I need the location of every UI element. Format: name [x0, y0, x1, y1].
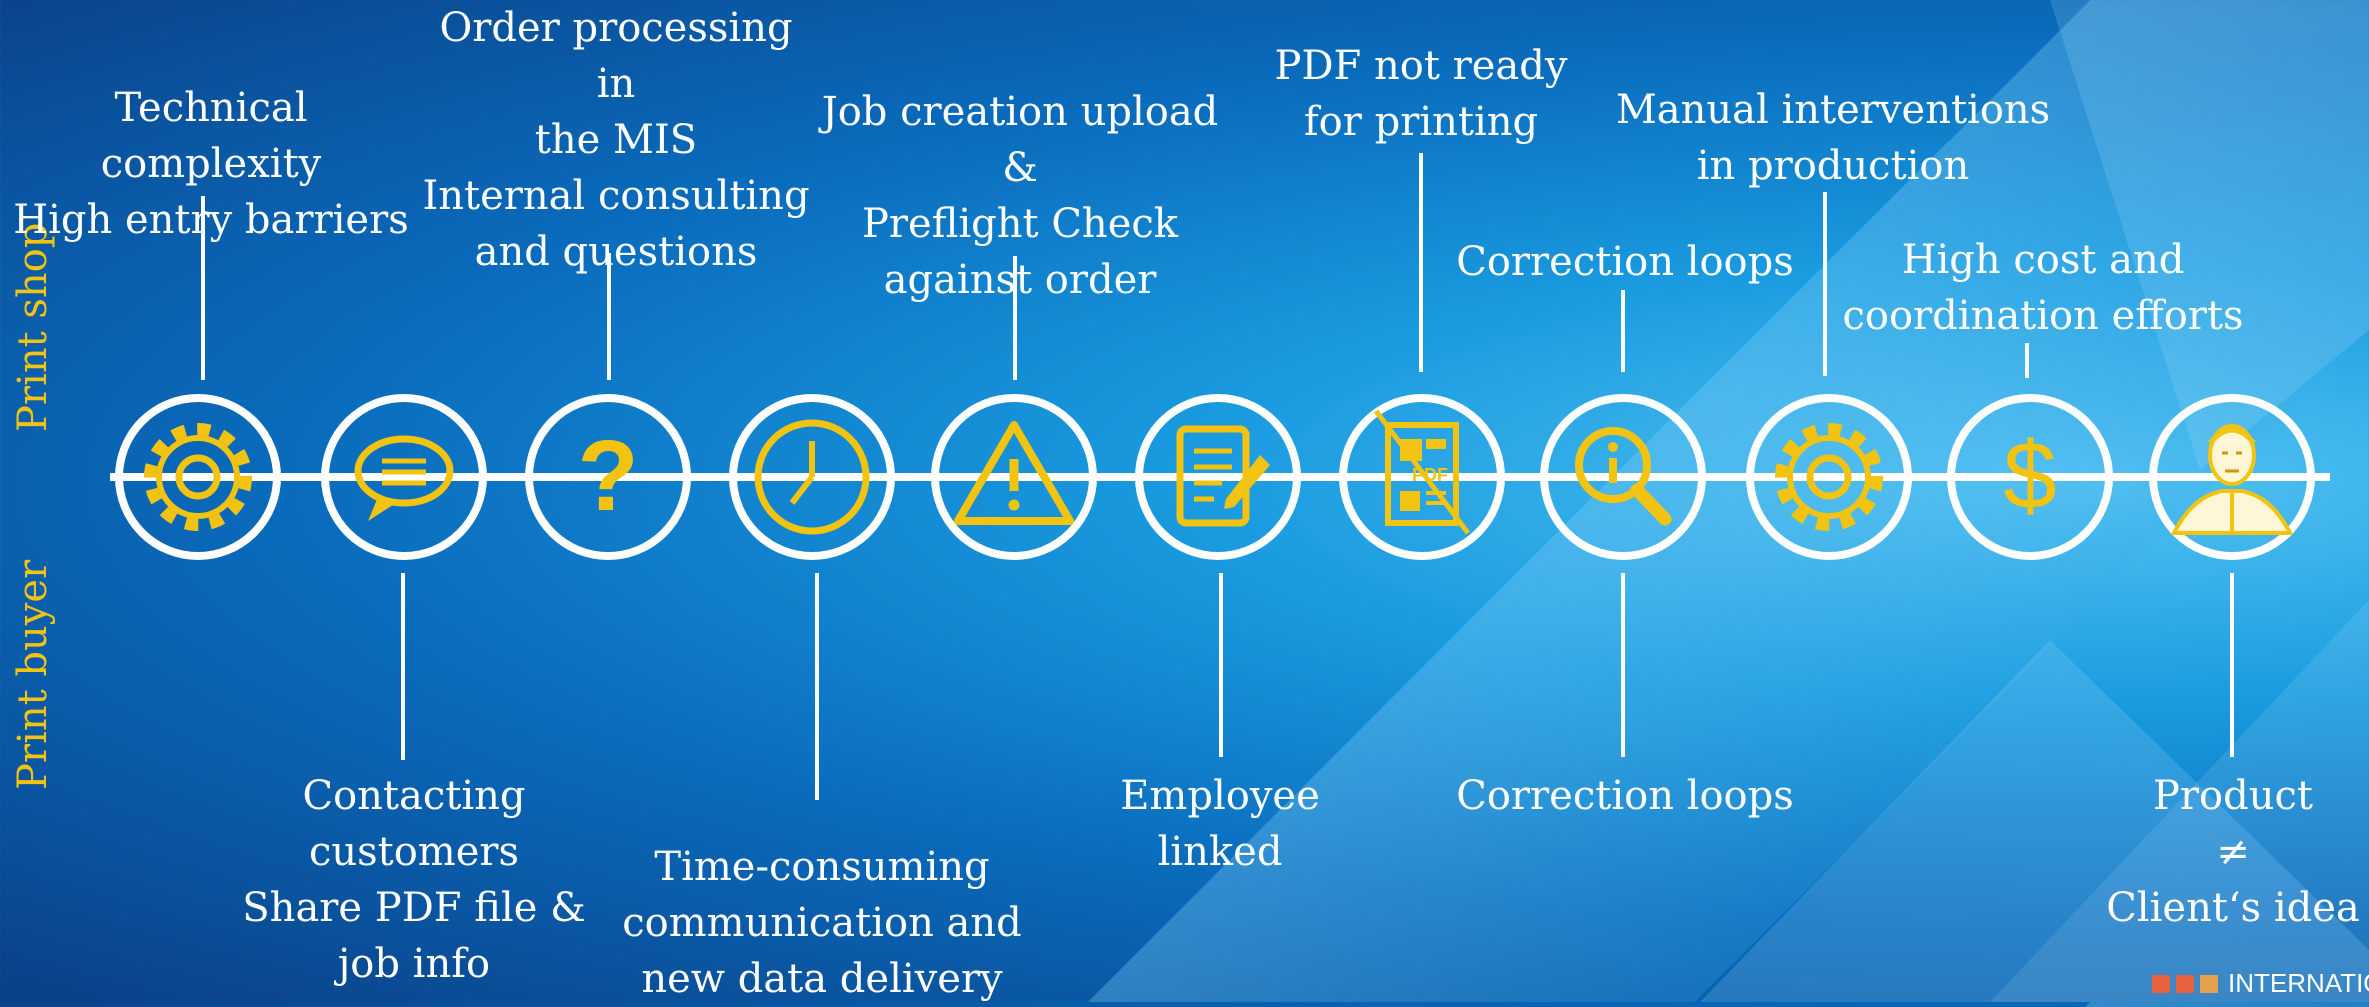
step-3-top-label: Order processing in the MIS Internal con…: [422, 5, 810, 275]
info-magnifier-icon: [1575, 427, 1672, 526]
step-2-bottom-label: Contacting customers Share PDF file & jo…: [242, 773, 586, 987]
step-1-top-label: Technical complexity High entry barriers: [13, 85, 409, 243]
chat-bubble-icon: [354, 435, 454, 521]
step-circle-9: [1746, 394, 1912, 560]
step-circle-7: [1339, 394, 1505, 560]
step-9-top-label: Manual interventions in production: [1615, 87, 2051, 189]
step-11: [2149, 394, 2315, 757]
gear-icon: [1775, 423, 1883, 531]
step-6: [1135, 394, 1301, 757]
step-circle-5: [931, 394, 1097, 560]
step-3: ?: [525, 253, 691, 560]
document-pen-icon: [1176, 425, 1270, 527]
person-icon: [2170, 424, 2294, 535]
step-5: [931, 256, 1097, 560]
step-1: [115, 196, 281, 560]
step-8: [1540, 290, 1706, 757]
logo-square-1: [2152, 974, 2170, 993]
step-11-bottom-label: Product ≠ Client‘s idea: [2106, 773, 2360, 931]
step-10-top-label: High cost and coordination efforts: [1842, 237, 2244, 339]
logo-square-3: [2200, 974, 2218, 993]
step-circle-4: [729, 394, 895, 560]
step-9: [1746, 192, 1912, 560]
logo: INTERNATION: [2152, 968, 2369, 999]
question-mark-icon: ?: [577, 420, 638, 532]
dollar-icon: $: [2003, 422, 2056, 529]
step-circle-2: [321, 394, 487, 560]
step-7-top-label: PDF not ready for printing: [1274, 43, 1568, 145]
step-10: $: [1947, 343, 2113, 560]
warning-icon: [954, 421, 1074, 525]
step-circle-1: [115, 394, 281, 560]
step-4: [729, 394, 895, 800]
step-5-top-label: Job creation upload & Preflight Check ag…: [821, 89, 1219, 303]
pdf-crossed-icon: PDF: [1374, 409, 1470, 535]
clock-icon: [754, 419, 870, 535]
step-8-top-label: Correction loops: [1456, 239, 1794, 285]
step-circle-3: [525, 394, 691, 560]
step-7: PDF: [1339, 153, 1505, 560]
logo-text: INTERNATION: [2228, 968, 2369, 998]
step-8-bottom-label: Correction loops: [1456, 773, 1794, 819]
step-circle-6: [1135, 394, 1301, 560]
step-circle-10: [1947, 394, 2113, 560]
step-circle-11: [2149, 394, 2315, 560]
step-6-bottom-label: Employee linked: [1120, 773, 1320, 875]
step-2: [321, 394, 487, 760]
gear-icon: [144, 423, 252, 531]
logo-square-2: [2176, 974, 2194, 993]
step-4-bottom-label: Time-consuming communication and new dat…: [622, 844, 1022, 1002]
step-circle-8: [1540, 394, 1706, 560]
